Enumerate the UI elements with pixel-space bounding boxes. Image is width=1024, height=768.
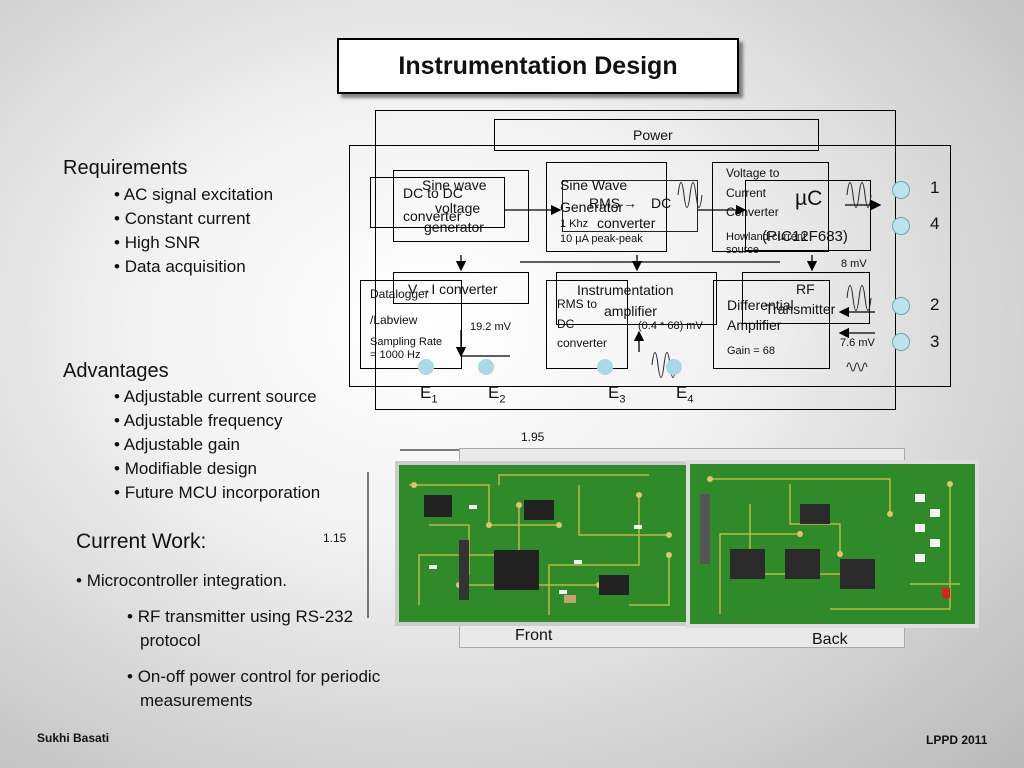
slide-title-text: Instrumentation Design <box>398 51 678 80</box>
block-label: Generator <box>560 199 624 215</box>
differential-amplifier-block: Differential Amplifier Gain = 68 <box>713 280 830 369</box>
advantages-item: Adjustable frequency <box>114 411 283 431</box>
block-label: Transmitter <box>765 301 836 317</box>
requirements-item: Constant current <box>114 209 251 229</box>
block-label: DC <box>651 195 672 211</box>
outer-frame <box>375 110 896 410</box>
voltage-to-current-block: Voltage to Current Converter Howland cur… <box>712 162 829 256</box>
current-work-heading: Current Work: <box>76 530 207 553</box>
electrode-label: E3 <box>608 383 626 406</box>
slide-title: Instrumentation Design <box>337 38 739 94</box>
current-work-subitem-line1: RF transmitter using RS-232 <box>127 607 353 627</box>
electrode-pad <box>478 359 494 375</box>
block-label: RMS to <box>557 297 598 311</box>
block-label: Voltage to <box>726 166 780 180</box>
block-label: → <box>623 195 637 211</box>
current-work-subitem-line1: On-off power control for periodic <box>127 667 381 687</box>
footer-event: LPPD 2011 <box>926 733 988 747</box>
rms-dc-bottom-block: RMS to DC converter <box>546 280 628 369</box>
block-label: Differential <box>727 297 794 313</box>
board-width-label: 1.95 <box>521 430 545 444</box>
rf-transmitter-block: RF Transmitter <box>742 272 870 324</box>
block-label: Current <box>726 186 767 200</box>
rms-dc-top-block: RMS → DC converter <box>562 180 698 232</box>
block-label: Amplifier <box>727 317 782 333</box>
advantages-heading: Advantages <box>63 360 169 382</box>
pcb-back-image <box>686 460 979 628</box>
voltage-label: 19.2 mV <box>470 321 511 333</box>
board-height-label: 1.15 <box>323 531 347 545</box>
dc-dc-converter-block: DC to DC voltage converter <box>370 177 505 228</box>
block-label: Sampling Rate <box>370 336 443 348</box>
block-label: Datalogger <box>370 287 429 301</box>
datalogger-block: Datalogger /Labview Sampling Rate = 1000… <box>360 280 462 369</box>
voltage-label: 7.6 mV <box>840 337 875 349</box>
requirements-item: High SNR <box>114 233 201 253</box>
block-label: Sine Wave <box>560 177 628 193</box>
uc-label: µC <box>795 187 823 210</box>
footer-author: Sukhi Basati <box>37 731 110 745</box>
pcb-front-image <box>395 461 690 626</box>
microcontroller-block: µC (PIC12F683) <box>745 180 871 251</box>
pcb-back-traces <box>700 476 960 614</box>
front-label: Front <box>515 627 553 644</box>
block-label: /Labview <box>370 313 418 327</box>
requirements-heading: Requirements <box>63 157 188 179</box>
block-label: V→I converter <box>408 281 498 297</box>
current-work-subitem-line2: measurements <box>140 691 253 710</box>
block-diagram: Power Sine wave generator DC to DC volta… <box>349 110 951 410</box>
block-label: voltage <box>435 200 481 216</box>
power-label: Power <box>633 127 673 143</box>
electrode-pad <box>666 359 682 375</box>
block-label: Instrumentation <box>577 282 674 298</box>
sine-spec: 1 Khz <box>560 218 589 230</box>
power-block: Power <box>494 119 819 151</box>
block-label: source <box>726 244 760 256</box>
block-label: converter <box>403 208 462 224</box>
electrode-label: E1 <box>420 383 438 406</box>
pic-label: (PIC12F683) <box>762 228 848 245</box>
electrode-label: E2 <box>488 383 506 406</box>
block-label: Howland current <box>726 231 807 243</box>
block-label: amplifier <box>604 303 657 319</box>
requirements-item: Data acquisition <box>114 257 246 277</box>
electrode-pad <box>597 359 613 375</box>
block-label: Sine wave <box>422 177 487 193</box>
block-label: DC to DC <box>403 185 463 201</box>
block-label: RF <box>796 281 815 297</box>
gain-expression: (0.4 * 68) mV <box>638 320 703 332</box>
back-label: Back <box>812 631 848 648</box>
instrumentation-amplifier-block: Instrumentation amplifier <box>556 272 717 325</box>
advantages-item: Modifiable design <box>114 459 257 479</box>
pcb-front-traces <box>409 474 672 615</box>
current-work-subitem-line2: protocol <box>140 631 201 650</box>
inner-frame <box>349 145 951 387</box>
advantages-item: Adjustable current source <box>114 387 317 407</box>
advantages-item: Adjustable gain <box>114 435 240 455</box>
requirements-item: AC signal excitation <box>114 185 273 205</box>
pin-label: 2 <box>930 295 940 314</box>
sine-wave-block: Sine Wave Generator 1 Khz 10 µA peak-pea… <box>546 162 667 252</box>
diagram-wiring <box>455 182 882 378</box>
electrode-label: E4 <box>676 383 694 406</box>
block-label: converter <box>557 336 608 350</box>
sine-spec: 10 µA peak-peak <box>560 233 643 245</box>
electrode-pad <box>418 359 434 375</box>
advantages-item: Future MCU incorporation <box>114 483 321 503</box>
pin-label: 3 <box>930 332 940 351</box>
pin-label: 1 <box>930 178 940 197</box>
block-label: = 1000 Hz <box>370 349 421 361</box>
pin-pad <box>892 333 910 351</box>
pin-pad <box>892 181 910 199</box>
block-label: converter <box>597 215 656 231</box>
voltage-label: 8 mV <box>841 258 867 270</box>
block-label: RMS <box>589 195 621 211</box>
pin-pad <box>892 217 910 235</box>
gain-label: Gain = 68 <box>727 345 776 357</box>
pin-pad <box>892 297 910 315</box>
block-label: DC <box>557 317 575 331</box>
current-work-item: Microcontroller integration. <box>76 571 287 591</box>
pin-label: 4 <box>930 214 940 233</box>
